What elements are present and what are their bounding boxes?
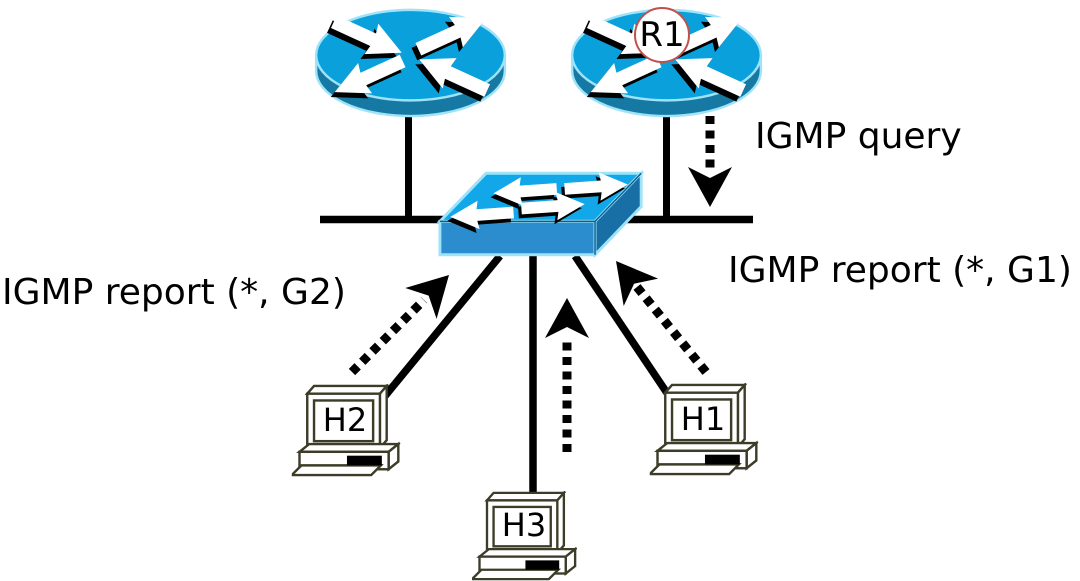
igmp-query-label: IGMP query [755, 116, 962, 157]
router-r1-label: R1 [639, 15, 685, 55]
host-h3-label: H3 [501, 506, 547, 544]
igmp-report-g1-arrow [598, 247, 710, 375]
switch-icon [435, 167, 651, 258]
igmp-report-h3-arrow [545, 298, 589, 452]
igmp-query-arrow [688, 116, 732, 207]
host-h1-label: H1 [680, 400, 726, 438]
router-r1-badge: R1 [634, 7, 690, 63]
igmp-report-g2-arrow [348, 259, 465, 376]
host-h2-label: H2 [322, 401, 368, 439]
link-switch-h2 [382, 253, 503, 399]
igmp-report-g1-label: IGMP report (*, G1) [728, 250, 1072, 291]
link-switch-h1 [571, 253, 671, 396]
router-left-icon [312, 4, 509, 120]
igmp-report-g2-label: IGMP report (*, G2) [2, 272, 346, 313]
